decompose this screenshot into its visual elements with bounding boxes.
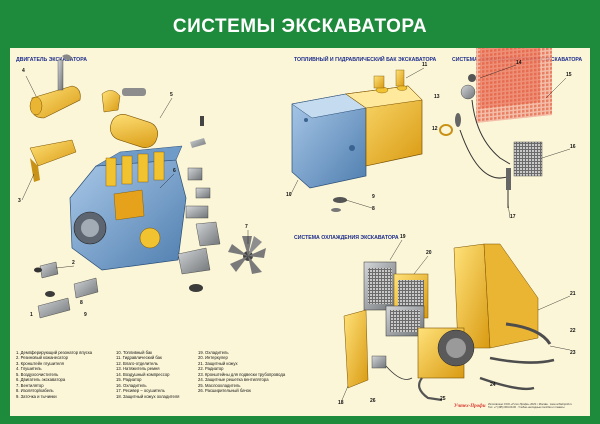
- systems-illustration: [21, 48, 571, 402]
- label-17: 17: [510, 214, 516, 220]
- label-18: 18: [338, 400, 344, 406]
- label-11: 11: [422, 62, 428, 68]
- legend-item: 18. Защитный кожух охладителя: [116, 393, 180, 399]
- label-1: 1: [30, 312, 33, 318]
- legend-item: 5. Воздухоочиститель: [16, 371, 59, 377]
- label-8: 8: [80, 300, 83, 306]
- legend-item: 19. Охладитель: [198, 350, 229, 355]
- label-5: 5: [170, 92, 173, 98]
- legend-item: 1. Демпферирующий резонатор впуска: [16, 350, 93, 355]
- legend-item: 15. Радиатор: [116, 377, 142, 383]
- label-14: 14: [516, 60, 522, 66]
- label-10: 10: [286, 192, 292, 198]
- legend-item: 25. Маслоохладитель: [198, 382, 241, 388]
- legend-item: 20. Интеркулер: [198, 355, 228, 361]
- legend-column-3: 19. Охладитель 20. Интеркулер 21. Защитн…: [198, 350, 285, 394]
- label-3: 3: [18, 198, 21, 204]
- label-9: 9: [84, 312, 87, 318]
- footer-line: Тел: +7 (495) 000-00-00 · Учебно-наглядн…: [488, 406, 565, 410]
- label-15: 15: [566, 72, 572, 78]
- legend-item: 16. Охладитель: [116, 382, 147, 388]
- label-7: 7: [245, 224, 248, 230]
- label-23: 23: [570, 350, 576, 356]
- cooling-system: [343, 243, 555, 402]
- legend-item: 17. Ресивер – осушитель: [116, 388, 165, 394]
- footer-line: Изготовлено ООО «Учтех-Профи» 2023 г. Мо…: [488, 403, 572, 406]
- section-engine: ДВИГАТЕЛЬ ЭКСКАВАТОРА: [16, 57, 87, 63]
- section-fuel: ТОПЛИВНЫЙ И ГИДРАВЛИЧЕСКИЙ БАК ЭКСКАВАТО…: [294, 57, 437, 63]
- label-24: 24: [490, 382, 496, 388]
- label-8-fuel: 8: [372, 206, 375, 212]
- label-25: 25: [440, 396, 446, 402]
- label-20: 20: [426, 250, 432, 256]
- legend-item: 26. Расширительный бачок: [198, 388, 251, 394]
- legend-item: 10. Топливный бак: [116, 350, 153, 355]
- legend-item: 7. Вентилятор: [16, 382, 44, 388]
- label-9-fuel: 9: [372, 194, 375, 200]
- fuel-hydraulic-tanks: [291, 69, 423, 212]
- ac-system: [439, 48, 552, 208]
- label-12: 12: [432, 126, 438, 132]
- label-6: 6: [173, 168, 176, 174]
- legend-item: 3. Кронштейн глушителя: [16, 360, 64, 366]
- legend-item: 9. Заточка и тычинки: [16, 393, 57, 399]
- leader-lines: [21, 64, 571, 401]
- label-22: 22: [570, 328, 576, 334]
- legend-item: 4. Глушитель: [16, 366, 42, 372]
- section-cooling: СИСТЕМА ОХЛАЖДЕНИЯ ЭКСКАВАТОРА: [294, 235, 399, 241]
- title-bar: СИСТЕМЫ ЭКСКАВАТОРА: [10, 10, 590, 44]
- label-19: 19: [400, 234, 406, 240]
- label-2: 2: [72, 260, 75, 266]
- legend-item: 2. Резиновый кожанесатор: [16, 355, 68, 361]
- legend-item: 21. Защитный кожух: [198, 360, 238, 366]
- label-4: 4: [22, 68, 25, 74]
- legend-item: 14. Воздушный компрессор: [116, 371, 170, 377]
- brand-logo: Учтех-Профи: [454, 404, 486, 409]
- legend-item: 22. Радиатор: [198, 366, 224, 372]
- engine-assembly: [29, 54, 266, 319]
- footer-info: Изготовлено ООО «Учтех-Профи» 2023 г. Мо…: [488, 403, 572, 409]
- legend-item: 11. Гидравлический бак: [116, 355, 162, 361]
- label-16: 16: [570, 144, 576, 150]
- legend-column-2: 10. Топливный бак 11. Гидравлический бак…: [116, 350, 179, 399]
- legend-item: 8. Изолятор/кабель: [16, 388, 54, 394]
- label-26: 26: [370, 398, 376, 404]
- legend-item: 12. Влаго-отделитель: [116, 360, 158, 366]
- label-21: 21: [570, 291, 576, 297]
- legend-item: 24. Защитные решетка вентилятора: [198, 377, 269, 383]
- poster-title: СИСТЕМЫ ЭКСКАВАТОРА: [172, 16, 428, 37]
- legend-item: 23. Кронштейны для подвески трубопровода: [198, 371, 286, 377]
- legend-item: 6. Двигатель экскаватора: [16, 377, 66, 383]
- label-13: 13: [434, 94, 440, 100]
- content-panel: ДВИГАТЕЛЬ ЭКСКАВАТОРА ТОПЛИВНЫЙ И ГИДРАВ…: [10, 48, 590, 416]
- legend-item: 13. Натяжитель ремня: [116, 366, 160, 372]
- legend-column-1: 1. Демпферирующий резонатор впуска 2. Ре…: [16, 350, 92, 399]
